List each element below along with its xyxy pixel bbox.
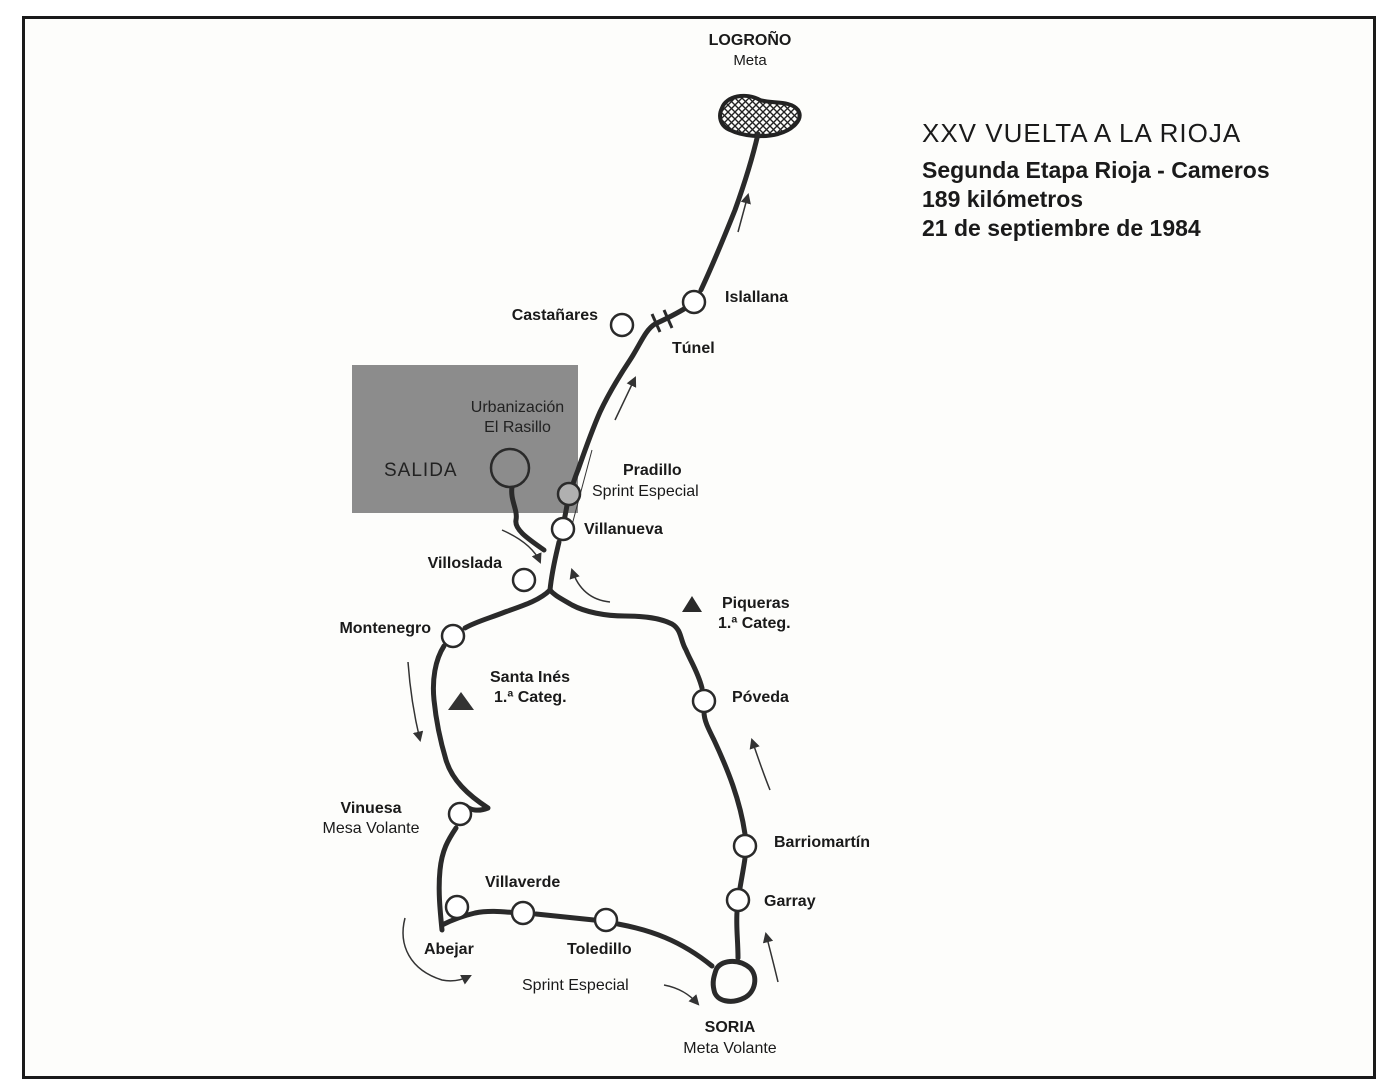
route-montenegro-vinuesa <box>430 643 491 813</box>
route-islallana-pradillo <box>566 301 695 498</box>
route-logrono-islallana <box>698 131 761 293</box>
tunel-marks <box>650 309 674 333</box>
piqueras-mountain-icon <box>682 596 702 612</box>
stage-date: 21 de septiembre de 1984 <box>922 215 1201 241</box>
arrow-abejar <box>402 917 472 985</box>
castanares-marker <box>609 312 635 338</box>
arrow-up-poveda <box>749 738 771 791</box>
vinuesa-note: Mesa Volante <box>322 820 420 837</box>
rasillo-label: El Rasillo <box>484 419 551 436</box>
villanueva-marker <box>550 516 576 542</box>
stage-distance: 189 kilómetros <box>922 186 1084 212</box>
route-barriomartin-poveda <box>701 709 748 837</box>
map-frame <box>22 16 1376 1079</box>
villoslada-label: Villoslada <box>427 555 502 572</box>
title-block: XXV VUELTA A LA RIOJA Segunda Etapa Rioj… <box>922 118 1270 243</box>
pradillo-note: Sprint Especial <box>592 483 699 500</box>
pradillo-marker <box>556 481 582 507</box>
islallana-marker <box>681 289 707 315</box>
stage-title: Segunda Etapa Rioja - Cameros <box>922 157 1270 183</box>
route-toledillo-soria <box>615 921 715 969</box>
arrow-sprint <box>663 984 700 1006</box>
pradillo-label: Pradillo <box>623 462 682 479</box>
islallana-label: Islallana <box>725 289 789 306</box>
montenegro-marker <box>440 623 466 649</box>
toledillo-label: Toledillo <box>567 941 632 958</box>
santa-ines-label: Santa Inés <box>490 669 571 686</box>
santa-ines-note: 1.ª Categ. <box>494 689 567 706</box>
salida-label: SALIDA <box>384 460 458 481</box>
route-abejar-villaverde <box>439 908 521 928</box>
logrono-city <box>718 93 802 139</box>
arrow-piqueras <box>569 568 611 603</box>
arrow-up-logrono <box>737 192 751 233</box>
garray-marker <box>725 887 751 913</box>
abejar-label: Abejar <box>424 941 474 958</box>
route-villaverde-toledillo <box>533 911 597 923</box>
route-vinuesa-abejar <box>436 825 459 933</box>
soria-loop <box>710 959 758 1004</box>
race-title: XXV VUELTA A LA RIOJA <box>922 118 1242 148</box>
castanares-label: Castañares <box>511 307 598 324</box>
montenegro-label: Montenegro <box>339 620 431 637</box>
route-poveda-junction <box>547 587 705 691</box>
urbanizacion-label: Urbanización <box>470 399 565 416</box>
abejar-marker <box>444 894 470 920</box>
soria-label: SORIA <box>704 1019 756 1036</box>
route-salida-junction <box>509 484 547 553</box>
villoslada-marker <box>511 567 537 593</box>
logrono-label: LOGROÑO <box>708 32 792 49</box>
villanueva-label: Villanueva <box>584 521 663 538</box>
piqueras-note: 1.ª Categ. <box>718 615 791 632</box>
salida-circle <box>489 447 531 489</box>
logrono-note: Meta <box>733 52 767 69</box>
vinuesa-marker <box>447 801 473 827</box>
route-garray-barriomartin <box>737 855 748 891</box>
arrow-up-soria <box>762 931 779 983</box>
arrow-up-tunel <box>614 376 637 421</box>
poveda-marker <box>691 688 717 714</box>
arrow-down-montenegro <box>407 661 424 743</box>
barriomartin-marker <box>732 833 758 859</box>
sprint-especial-soria-label: Sprint Especial <box>522 977 629 994</box>
barriomartin-label: Barriomartín <box>774 834 871 851</box>
route-soria-garray <box>734 909 741 961</box>
route-villanueva-junction <box>547 539 562 593</box>
arrow-salida <box>501 529 542 564</box>
villaverde-marker <box>510 900 536 926</box>
poveda-label: Póveda <box>732 689 789 706</box>
vinuesa-label: Vinuesa <box>340 800 402 817</box>
route-junction-montenegro <box>462 587 553 631</box>
piqueras-label: Piqueras <box>722 595 790 612</box>
garray-label: Garray <box>764 893 816 910</box>
toledillo-marker <box>593 907 619 933</box>
tunel-label: Túnel <box>672 340 715 357</box>
salida-area <box>352 365 578 513</box>
soria-note: Meta Volante <box>683 1040 777 1057</box>
villaverde-label: Villaverde <box>485 874 561 891</box>
santa-ines-mountain-icon <box>448 692 474 710</box>
